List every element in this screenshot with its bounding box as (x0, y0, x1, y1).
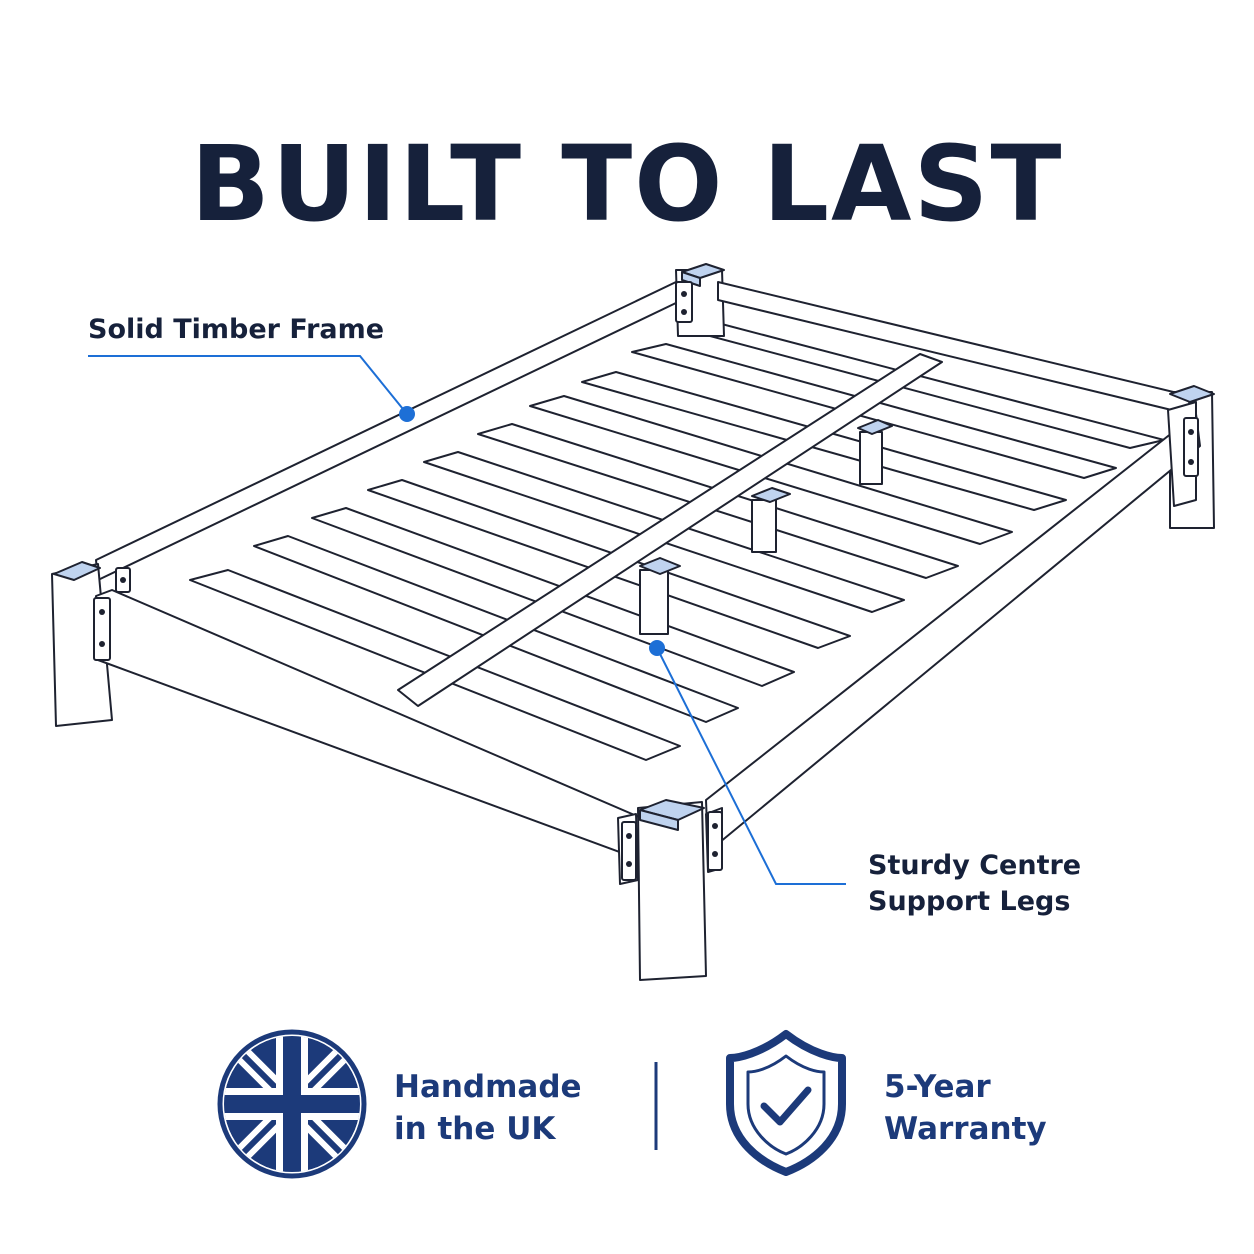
centre-leg-1 (859, 431, 883, 485)
warranty-badge-line2: Warranty (884, 1111, 1047, 1147)
legs-callout-leader (656, 647, 846, 885)
centre-leg-2 (751, 499, 777, 553)
centre-beam (397, 353, 943, 707)
frame-callout-leader (88, 355, 408, 415)
legs-callout-dot (649, 640, 665, 656)
uk-badge-line2: in the UK (394, 1111, 556, 1147)
uk-badge-label: Handmade in the UK (394, 1066, 582, 1150)
centre-leg-3 (639, 569, 669, 635)
page-title: BUILT TO LAST (190, 122, 1064, 245)
cap-centre-3 (639, 557, 681, 575)
legs-callout-line1: Sturdy Centre (868, 850, 1082, 881)
warranty-badge-label: 5-Year Warranty (884, 1066, 1047, 1150)
frame-callout-label: Solid Timber Frame (88, 314, 385, 345)
frame-callout-dot (399, 406, 415, 422)
warranty-badge-line1: 5-Year (884, 1069, 991, 1105)
union-flag-icon (217, 1029, 367, 1179)
uk-badge-line1: Handmade (394, 1069, 582, 1105)
legs-callout-line2: Support Legs (868, 886, 1071, 917)
cap-centre-1 (857, 419, 893, 435)
cap-front-left (53, 561, 101, 581)
legs-callout-label: Sturdy Centre Support Legs (868, 848, 1081, 920)
shield-check-icon (726, 1030, 846, 1176)
cap-back-right (1169, 385, 1215, 403)
cap-centre-2 (751, 487, 791, 503)
